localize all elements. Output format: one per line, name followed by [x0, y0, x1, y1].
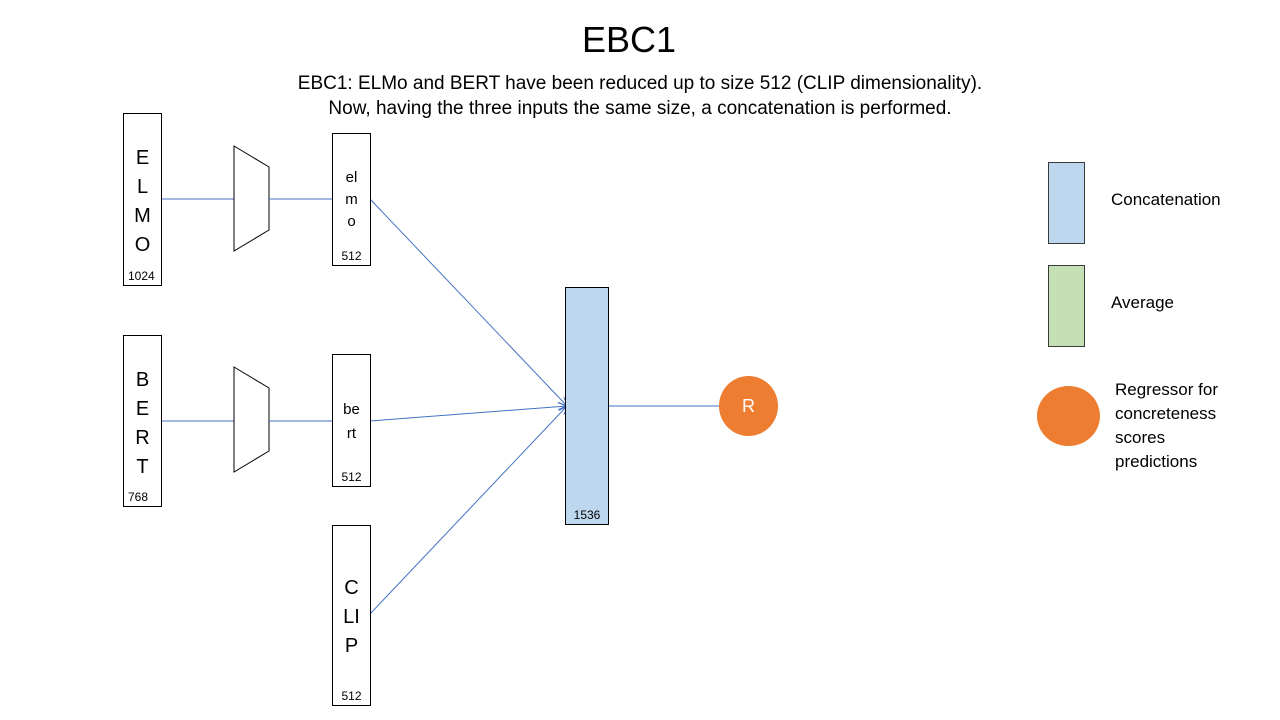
bert-reduced-size: 512 [341, 470, 362, 484]
description-line-1: EBC1: ELMo and BERT have been reduced up… [297, 73, 983, 94]
legend-regressor-label: Regressor for concreteness scores predic… [1115, 380, 1218, 471]
bert-input-box: B E R T 768 [123, 335, 162, 507]
elmo-reducer-trapezoid [233, 145, 270, 252]
elmo-reduced-label: el m o [345, 169, 358, 230]
bert-to-concat-arrow [369, 406, 567, 422]
elmo-input-box: E L M O 1024 [123, 113, 162, 286]
bert-reducer-trapezoid [233, 366, 270, 473]
elmo-to-concat-arrow [369, 198, 567, 406]
bert-input-label: B E R T [135, 369, 150, 478]
clip-to-concat-arrow [369, 406, 567, 615]
concatenation-size: 1536 [573, 508, 601, 522]
regressor-node: R [719, 376, 778, 436]
elmo-reduced-box: el m o 512 [332, 133, 371, 266]
elmo-input-label: E L M O [134, 147, 151, 256]
bert-reduced-label: be rt [343, 401, 360, 442]
diagram-description: EBC1: ELMo and BERT have been reduced up… [0, 71, 1280, 121]
legend-average-label: Average [1111, 293, 1175, 312]
legend-regressor-swatch [1037, 386, 1100, 446]
legend-average-swatch [1048, 265, 1085, 347]
clip-input-label: C LI P [343, 577, 360, 657]
page-title: EBC1 [581, 19, 677, 60]
legend-concatenation-label: Concatenation [1111, 190, 1221, 209]
elmo-input-size: 1024 [128, 269, 155, 283]
bert-input-size: 768 [128, 490, 149, 504]
description-line-2: Now, having the three inputs the same si… [328, 98, 952, 119]
clip-input-box: C LI P 512 [332, 525, 371, 706]
concatenation-box: 1536 [565, 287, 609, 525]
bert-reduced-box: be rt 512 [332, 354, 371, 487]
clip-input-size: 512 [341, 689, 362, 703]
legend-concatenation-swatch [1048, 162, 1085, 244]
elmo-reduced-size: 512 [341, 249, 362, 263]
regressor-label: R [742, 395, 755, 416]
